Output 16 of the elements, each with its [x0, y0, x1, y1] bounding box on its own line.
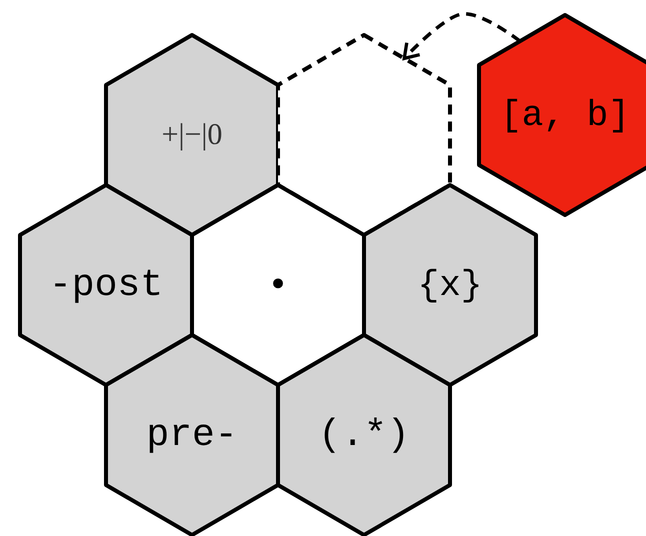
- hexagon-tile: [192, 185, 364, 385]
- tile-label: (.*): [318, 414, 410, 456]
- tile-label: pre-: [146, 414, 238, 456]
- empty-hexagon-tile: [278, 35, 450, 235]
- tile-label: +|−|0: [162, 118, 222, 152]
- tile-label: [a, b]: [500, 94, 630, 136]
- hexagon-tile: [20, 185, 192, 385]
- hexagon-tile: [479, 15, 646, 215]
- tile-label: {x}: [418, 264, 482, 306]
- hexagon-tile: [364, 185, 536, 385]
- hexagon-tile: [106, 335, 278, 535]
- hexagon-tile: [106, 35, 278, 235]
- tile-label: -post: [48, 264, 164, 306]
- tile-label: •: [268, 265, 288, 305]
- hexagon-tile: [278, 335, 450, 535]
- dashed-arrow: [402, 12, 521, 60]
